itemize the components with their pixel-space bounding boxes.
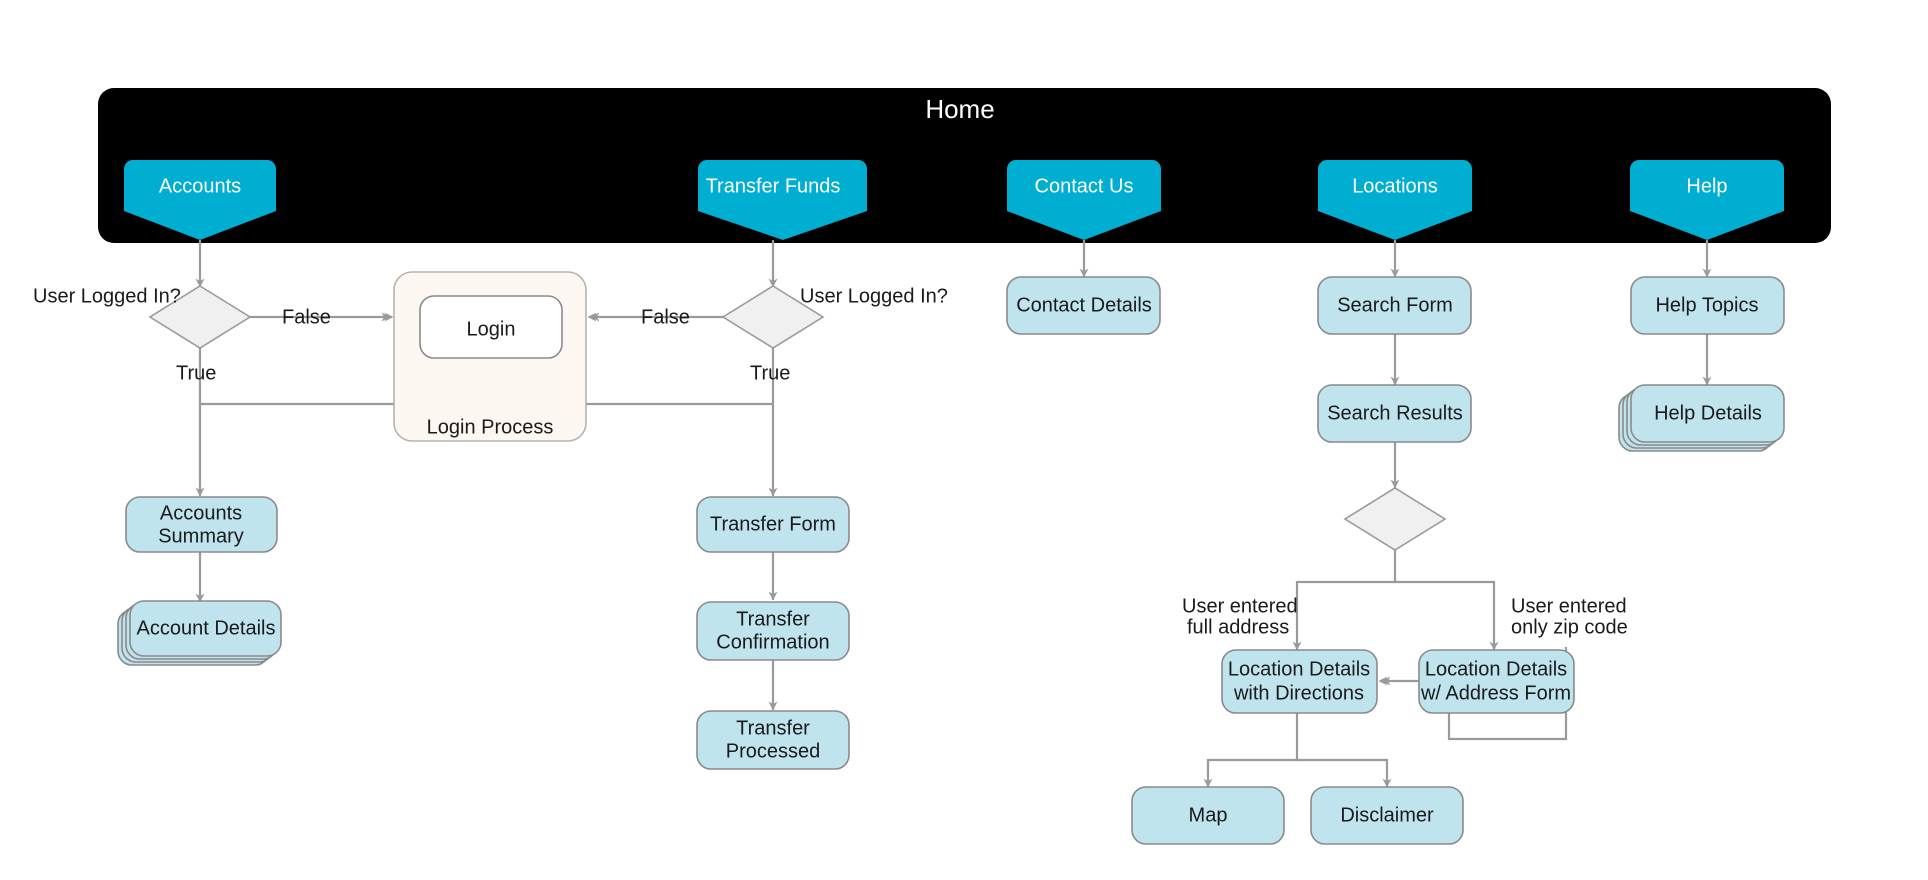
login-process-container[interactable]: Login Login Process	[393, 271, 587, 442]
edge-label-locations-left-line1: User entered	[1182, 595, 1298, 617]
node-accounts-summary-line2: Summary	[158, 525, 244, 547]
tab-shape-locations[interactable]	[1318, 160, 1472, 240]
node-location-details-address-box[interactable]	[1418, 649, 1575, 714]
node-transfer-processed-box[interactable]	[696, 710, 850, 770]
node-account-details[interactable]: Account Details	[117, 600, 282, 666]
node-contact-details[interactable]: Contact Details	[1006, 276, 1161, 335]
tab-shape-contact-us[interactable]	[1007, 160, 1161, 240]
node-search-results[interactable]: Search Results	[1317, 384, 1472, 443]
nav-tab-label-help: Help	[1686, 175, 1727, 197]
decision-transfer-user-logged-in[interactable]	[721, 285, 825, 349]
node-account-details-box[interactable]	[129, 600, 282, 657]
node-help-topics-box[interactable]	[1630, 276, 1785, 335]
node-location-details-directions-line1: Location Details	[1228, 658, 1370, 680]
node-map-label: Map	[1189, 804, 1228, 826]
tab-shape-transfer-funds[interactable]	[698, 160, 867, 240]
node-help-details-box[interactable]	[1630, 384, 1785, 443]
login-node-box[interactable]	[419, 295, 563, 359]
edge-directions-to-disclaimer	[1297, 758, 1392, 788]
decision-diamond-accounts[interactable]	[148, 285, 252, 349]
node-transfer-confirmation-box[interactable]	[696, 601, 850, 661]
nav-tab-label-locations: Locations	[1352, 175, 1438, 197]
edge-locations-decision-right	[1395, 580, 1499, 651]
page-title: Home	[925, 94, 994, 124]
node-transfer-form[interactable]: Transfer Form	[696, 496, 850, 553]
node-contact-details-label: Contact Details	[1016, 294, 1152, 316]
edge-label-transfer-true: True	[750, 362, 790, 384]
node-search-form-label: Search Form	[1337, 294, 1453, 316]
edge-directions-to-map	[1203, 713, 1299, 788]
edge-label-accounts-true: True	[176, 362, 216, 384]
nav-tab-accounts[interactable]: Accounts	[124, 160, 276, 240]
node-disclaimer-label: Disclaimer	[1340, 804, 1434, 826]
decision-diamond-locations[interactable]	[1343, 487, 1447, 551]
header-bar: Home	[98, 88, 1831, 243]
node-transfer-confirmation-line1: Transfer	[736, 608, 810, 630]
node-help-details-label: Help Details	[1654, 402, 1762, 424]
node-search-form-box[interactable]	[1317, 276, 1472, 335]
nav-tab-locations[interactable]: Locations	[1318, 160, 1472, 240]
node-location-details-with-directions[interactable]: Location Details with Directions	[1221, 649, 1378, 714]
node-location-details-address-line2: w/ Address Form	[1420, 682, 1571, 704]
node-disclaimer[interactable]: Disclaimer	[1310, 786, 1464, 845]
node-map[interactable]: Map	[1131, 786, 1285, 845]
nav-tab-label-accounts: Accounts	[159, 175, 241, 197]
node-transfer-form-label: Transfer Form	[710, 513, 836, 535]
node-help-topics[interactable]: Help Topics	[1630, 276, 1785, 335]
node-accounts-summary-box[interactable]	[125, 496, 278, 553]
edge-label-locations-left: User entered full address	[1182, 595, 1298, 638]
edge-label-locations-right-line1: User entered	[1511, 595, 1627, 617]
node-contact-details-box[interactable]	[1006, 276, 1161, 335]
node-search-results-box[interactable]	[1317, 384, 1472, 443]
node-account-details-label: Account Details	[137, 617, 276, 639]
node-transfer-confirmation[interactable]: Transfer Confirmation	[696, 601, 850, 661]
edge-label-locations-right-line2: only zip code	[1511, 616, 1628, 638]
node-search-form[interactable]: Search Form	[1317, 276, 1472, 335]
tab-shape-accounts[interactable]	[124, 160, 276, 240]
edge-label-locations-right: User entered only zip code	[1511, 595, 1628, 638]
node-map-box[interactable]	[1131, 786, 1285, 845]
tab-shape-help[interactable]	[1630, 160, 1784, 240]
login-node-label: Login	[467, 318, 516, 340]
decision-locations-address-type[interactable]	[1343, 487, 1447, 551]
node-help-details[interactable]: Help Details	[1618, 384, 1785, 452]
node-transfer-processed[interactable]: Transfer Processed	[696, 710, 850, 770]
nav-tab-label-contact-us: Contact Us	[1035, 175, 1134, 197]
node-location-details-with-address-form[interactable]: Location Details w/ Address Form	[1418, 649, 1575, 714]
node-location-details-address-line1: Location Details	[1425, 658, 1567, 680]
nav-tab-transfer-funds[interactable]: Transfer Funds	[698, 160, 867, 240]
nav-tab-contact-us[interactable]: Contact Us	[1007, 160, 1161, 240]
node-transfer-processed-line1: Transfer	[736, 717, 810, 739]
decision-accounts-user-logged-in[interactable]	[148, 285, 252, 349]
node-location-details-directions-line2: with Directions	[1233, 682, 1364, 704]
nav-tab-help[interactable]: Help	[1630, 160, 1784, 240]
edge-label-accounts-false: False	[282, 306, 331, 328]
edge-label-accounts-question: User Logged In?	[33, 285, 181, 307]
edge-label-locations-left-line2: full address	[1187, 616, 1289, 638]
node-transfer-form-box[interactable]	[696, 496, 850, 553]
edge-locations-decision-left	[1292, 549, 1397, 651]
nav-tab-label-transfer-funds: Transfer Funds	[706, 175, 841, 197]
node-search-results-label: Search Results	[1327, 402, 1463, 424]
login-process-label: Login Process	[427, 416, 554, 438]
node-location-details-directions-box[interactable]	[1221, 649, 1378, 714]
node-transfer-processed-line2: Processed	[726, 740, 821, 762]
node-disclaimer-box[interactable]	[1310, 786, 1464, 845]
edge-label-transfer-false: False	[641, 306, 690, 328]
decision-diamond-transfer[interactable]	[721, 285, 825, 349]
node-accounts-summary-line1: Accounts	[160, 502, 242, 524]
node-accounts-summary[interactable]: Accounts Summary	[125, 496, 278, 553]
edge-label-transfer-question: User Logged In?	[800, 285, 948, 307]
node-transfer-confirmation-line2: Confirmation	[716, 631, 829, 653]
node-help-topics-label: Help Topics	[1655, 294, 1758, 316]
